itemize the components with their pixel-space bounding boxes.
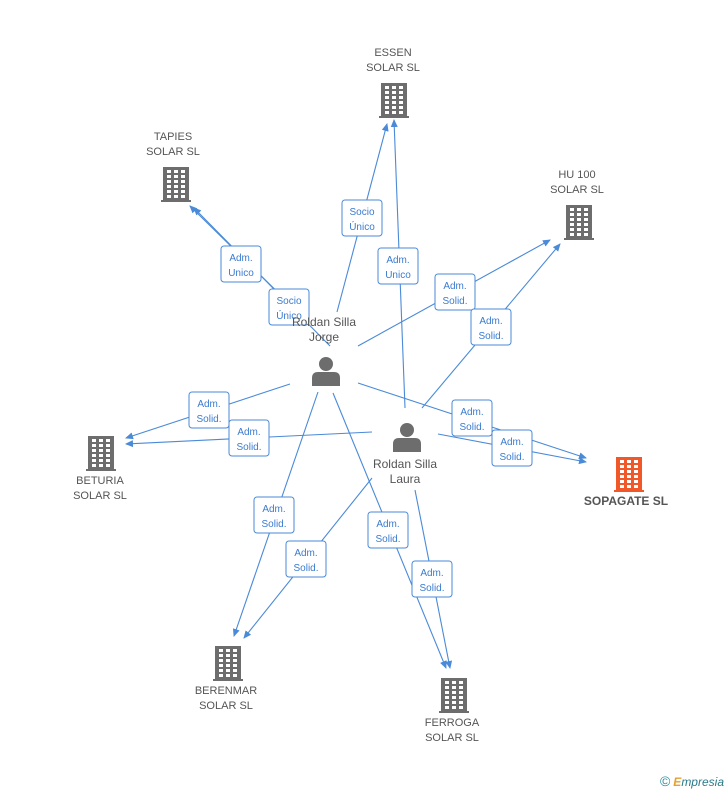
edge-label-box: [268, 288, 310, 326]
edge-label-text: Adm.: [294, 548, 317, 559]
building-icon: [379, 83, 409, 118]
company-node-sopagate[interactable]: SOPAGATE SL: [584, 457, 668, 508]
edge-label-text: Socio: [349, 207, 374, 218]
company-label: SOPAGATE SL: [584, 494, 668, 508]
edge-label-text: Unico: [385, 270, 411, 281]
edge-label[interactable]: Adm. Solid.: [188, 391, 230, 429]
edge-label-text: Solid.: [196, 414, 221, 425]
edge-label-text: Adm.: [500, 437, 523, 448]
edge-label-box: [253, 496, 295, 534]
company-label: SOLAR SL: [146, 146, 200, 158]
edge-label-text: Adm.: [197, 399, 220, 410]
company-node-tapies[interactable]: TAPIES SOLAR SL: [146, 131, 200, 202]
company-node-berenmar[interactable]: BERENMAR SOLAR SL: [195, 646, 257, 712]
edge-label-text: Adm.: [420, 568, 443, 579]
company-node-essen[interactable]: ESSEN SOLAR SL: [366, 47, 420, 118]
person-label: Laura: [390, 472, 421, 486]
building-icon: [86, 436, 116, 471]
edge-label-text: Solid.: [499, 452, 524, 463]
person-icon: [312, 357, 340, 386]
company-label: HU 100: [558, 169, 595, 181]
edge-label-box: [491, 429, 533, 467]
person-label: Jorge: [309, 330, 339, 344]
edge-label-text: Solid.: [261, 519, 286, 530]
edge-label[interactable]: Adm. Solid.: [285, 540, 327, 578]
edge-label-box: [188, 391, 230, 429]
edge-label-box: [377, 247, 419, 285]
edge-label-text: Único: [349, 220, 375, 233]
company-label: ESSEN: [374, 47, 411, 59]
person-icon: [393, 423, 421, 452]
edge-label-text: Adm.: [229, 253, 252, 264]
edge-label-text: Solid.: [375, 534, 400, 545]
edge-label-text: Único: [276, 309, 302, 322]
edge-label-text: Unico: [228, 268, 254, 279]
edge-label-box: [285, 540, 327, 578]
edge-label[interactable]: Adm. Solid.: [411, 560, 453, 598]
edge-labels-layer: SocioÚnicoAdm.UnicoAdm.UnicoSocioÚnicoAd…: [188, 199, 533, 598]
edge-label-text: Adm.: [262, 504, 285, 515]
person-label: Roldan Silla: [292, 315, 356, 329]
edge-label-text: Adm.: [479, 316, 502, 327]
brand-logo: Empresia: [673, 775, 724, 789]
edge-label[interactable]: Adm. Solid.: [367, 511, 409, 549]
copyright-icon: ©: [659, 773, 671, 789]
edge-label-box: [411, 560, 453, 598]
edge-label-text: Adm.: [376, 519, 399, 530]
edge-label-box: [341, 199, 383, 237]
edge-label-box: [220, 245, 262, 283]
company-label: SOLAR SL: [550, 184, 604, 196]
edge-label-text: Solid.: [236, 442, 261, 453]
edge-label-box: [470, 308, 512, 346]
company-label: TAPIES: [154, 131, 192, 143]
company-label: BERENMAR: [195, 685, 257, 697]
edge-label-text: Solid.: [419, 583, 444, 594]
building-icon: [161, 167, 191, 202]
building-icon: [614, 457, 644, 492]
edge-label-box: [434, 273, 476, 311]
edge-label-text: Solid.: [442, 296, 467, 307]
edge-label-text: Solid.: [293, 563, 318, 574]
edge-label[interactable]: Adm. Unico: [377, 247, 419, 285]
company-label: SOLAR SL: [73, 490, 127, 502]
company-node-beturia[interactable]: BETURIA SOLAR SL: [73, 436, 127, 502]
company-label: SOLAR SL: [366, 62, 420, 74]
building-icon: [439, 678, 469, 713]
edge-label[interactable]: Adm. Solid.: [434, 273, 476, 311]
edge-label-text: Solid.: [478, 331, 503, 342]
person-label: Roldan Silla: [373, 457, 437, 471]
building-icon: [213, 646, 243, 681]
footer-credit: ©Empresia: [660, 773, 724, 789]
edge-label-text: Adm.: [460, 407, 483, 418]
company-label: SOLAR SL: [199, 700, 253, 712]
edge-label-box: [367, 511, 409, 549]
edge-label[interactable]: Adm. Unico: [220, 245, 262, 283]
edge-label[interactable]: Adm. Solid.: [228, 419, 270, 457]
edge-label-box: [451, 399, 493, 437]
company-label: BETURIA: [76, 475, 124, 487]
edge-label-box: [228, 419, 270, 457]
edge-label[interactable]: Adm. Solid.: [491, 429, 533, 467]
edge-label-text: Adm.: [237, 427, 260, 438]
edge-label[interactable]: Adm. Solid.: [253, 496, 295, 534]
company-node-ferroga[interactable]: FERROGA SOLAR SL: [425, 678, 480, 744]
edge-label-text: Socio: [276, 296, 301, 307]
edge-label[interactable]: Adm. Solid.: [470, 308, 512, 346]
company-label: FERROGA: [425, 717, 480, 729]
edge-label-text: Adm.: [386, 255, 409, 266]
edge-label-text: Solid.: [459, 422, 484, 433]
building-icon: [564, 205, 594, 240]
edge-label-text: Adm.: [443, 281, 466, 292]
company-label: SOLAR SL: [425, 732, 479, 744]
edge-label[interactable]: Adm. Solid.: [451, 399, 493, 437]
